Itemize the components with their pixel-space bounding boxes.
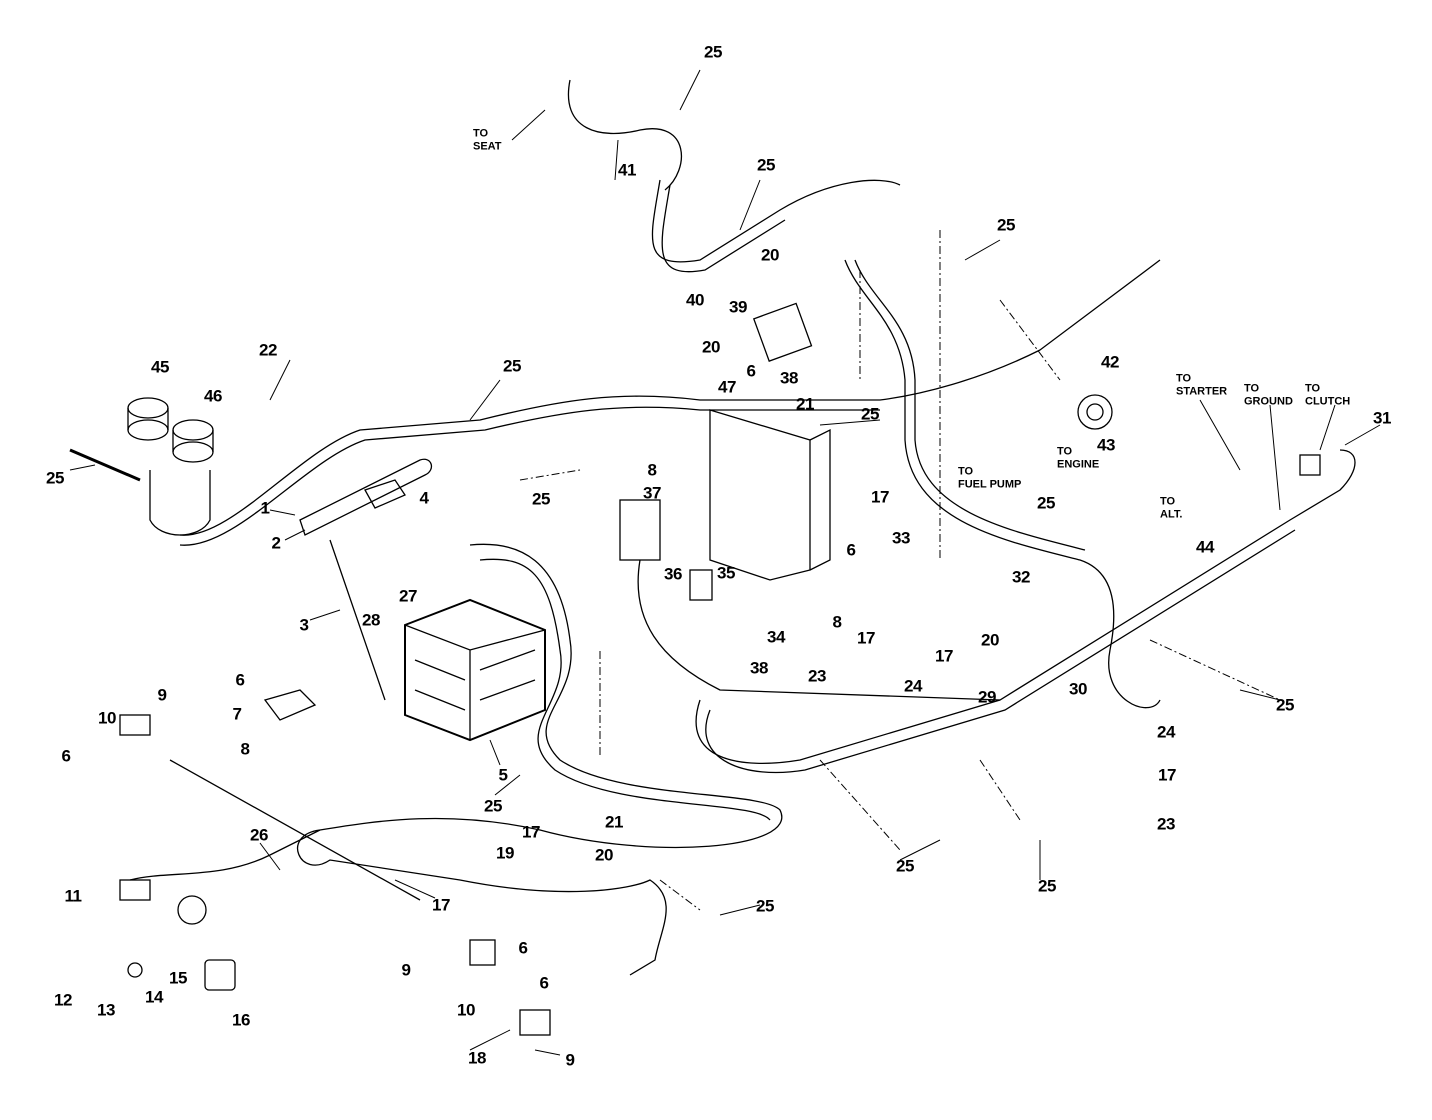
callout-13: 13: [97, 1000, 115, 1020]
leader-lines: [69, 69, 1381, 1056]
callout-44: 44: [1196, 537, 1214, 557]
callout-25: 25: [997, 215, 1015, 235]
callout-11: 11: [64, 886, 82, 906]
callout-17: 17: [857, 628, 875, 648]
callout-8: 8: [240, 739, 250, 759]
callout-25: 25: [704, 42, 722, 62]
callout-20: 20: [702, 337, 720, 357]
callout-17: 17: [1158, 765, 1176, 785]
callout-31: 31: [1373, 408, 1391, 428]
callout-6: 6: [746, 361, 756, 381]
callout-6: 6: [539, 973, 549, 993]
parts: [119, 302, 1321, 1036]
destination-label: TO ENGINE: [1057, 445, 1100, 470]
callout-43: 43: [1097, 435, 1115, 455]
callout-17: 17: [871, 487, 889, 507]
callout-29: 29: [978, 687, 996, 707]
callout-6: 6: [235, 670, 245, 690]
callout-25: 25: [46, 468, 64, 488]
callout-42: 42: [1101, 352, 1119, 372]
callout-25: 25: [532, 489, 550, 509]
callout-8: 8: [832, 612, 842, 632]
callout-7: 7: [232, 704, 242, 724]
callout-38: 38: [780, 368, 798, 388]
callout-22: 22: [259, 340, 277, 360]
callout-39: 39: [729, 297, 747, 317]
callout-25: 25: [1037, 493, 1055, 513]
callout-25: 25: [1038, 876, 1056, 896]
callout-23: 23: [808, 666, 826, 686]
main-harness: [129, 79, 1356, 976]
callout-6: 6: [61, 746, 71, 766]
callout-12: 12: [54, 990, 72, 1010]
callout-20: 20: [595, 845, 613, 865]
callout-25: 25: [896, 856, 914, 876]
callout-35: 35: [717, 563, 735, 583]
callout-27: 27: [399, 586, 417, 606]
callout-21: 21: [796, 394, 814, 414]
callout-6: 6: [846, 540, 856, 560]
callout-26: 26: [250, 825, 268, 845]
callout-2: 2: [271, 533, 281, 553]
callout-6: 6: [518, 938, 528, 958]
callout-5: 5: [498, 765, 508, 785]
callout-24: 24: [1157, 722, 1175, 742]
callout-17: 17: [935, 646, 953, 666]
callout-21: 21: [605, 812, 623, 832]
callout-19: 19: [496, 843, 514, 863]
destination-label: TO FUEL PUMP: [958, 465, 1022, 490]
callout-46: 46: [204, 386, 222, 406]
callout-4: 4: [419, 488, 429, 508]
callout-41: 41: [618, 160, 636, 180]
callout-28: 28: [362, 610, 380, 630]
callout-10: 10: [98, 708, 116, 728]
destination-label: TO ALT.: [1160, 495, 1183, 520]
callout-8: 8: [647, 460, 657, 480]
callout-40: 40: [686, 290, 704, 310]
callout-30: 30: [1069, 679, 1087, 699]
control-box: [709, 409, 831, 581]
battery: [404, 598, 546, 742]
callout-20: 20: [761, 245, 779, 265]
callout-9: 9: [565, 1050, 575, 1070]
callout-25: 25: [484, 796, 502, 816]
callout-25: 25: [503, 356, 521, 376]
callout-17: 17: [432, 895, 450, 915]
callout-37: 37: [643, 483, 661, 503]
callout-32: 32: [1012, 567, 1030, 587]
destination-label: TO SEAT: [473, 127, 502, 152]
callout-25: 25: [756, 896, 774, 916]
callout-23: 23: [1157, 814, 1175, 834]
destination-label: TO CLUTCH: [1305, 382, 1351, 407]
gauges: [69, 397, 214, 536]
callout-9: 9: [401, 960, 411, 980]
bracket: [299, 458, 433, 701]
callout-14: 14: [145, 987, 163, 1007]
callout-17: 17: [522, 822, 540, 842]
callout-36: 36: [664, 564, 682, 584]
callout-15: 15: [169, 968, 187, 988]
callout-16: 16: [232, 1010, 250, 1030]
callout-33: 33: [892, 528, 910, 548]
destination-label: TO GROUND: [1244, 382, 1293, 407]
callout-24: 24: [904, 676, 922, 696]
callout-18: 18: [468, 1048, 486, 1068]
callout-47: 47: [718, 377, 736, 397]
callout-1: 1: [260, 498, 270, 518]
callout-25: 25: [757, 155, 775, 175]
callout-10: 10: [457, 1000, 475, 1020]
callout-3: 3: [299, 615, 309, 635]
callout-9: 9: [157, 685, 167, 705]
destination-label: TO STARTER: [1176, 372, 1228, 397]
callout-34: 34: [767, 627, 785, 647]
callout-25: 25: [861, 404, 879, 424]
callout-20: 20: [981, 630, 999, 650]
callout-25: 25: [1276, 695, 1294, 715]
callout-45: 45: [151, 357, 169, 377]
callout-38: 38: [750, 658, 768, 678]
